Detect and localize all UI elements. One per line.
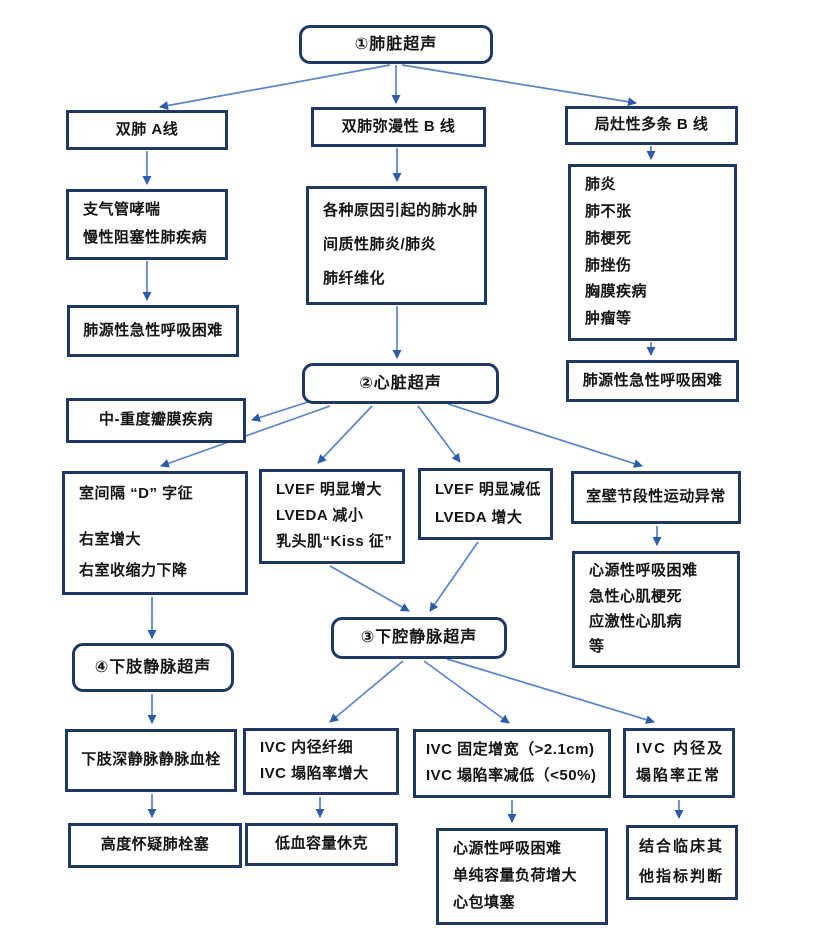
- arrow-heart-to-valve: [251, 399, 315, 422]
- node-cardiogenic-volume-tamponade: 心源性呼吸困难 单纯容量负荷增大 心包填塞: [436, 828, 608, 925]
- node-lvef-decreased: LVEF 明显减低 LVEDA 增大: [418, 468, 553, 540]
- node-pulmonary-dyspnea-left: 肺源性急性呼吸困难: [67, 305, 239, 357]
- lvef-increased-line-2: LVEDA 减小: [276, 507, 364, 525]
- node-both-lungs-a-lines: 双肺 A线: [66, 110, 228, 150]
- node-valvular-disease: 中-重度瓣膜疾病: [66, 398, 246, 443]
- clinical-line-2: 他指标判断: [639, 867, 725, 885]
- cardiogenic2-line-3: 心包填塞: [453, 894, 516, 912]
- node-pulmonary-edema: 各种原因引起的肺水肿 间质性肺炎/肺炎 肺纤维化: [306, 186, 487, 305]
- lvef-increased-line-3: 乳头肌“Kiss 征”: [276, 533, 393, 551]
- node-dvt: 下肢深静脉静脉血栓: [65, 729, 237, 792]
- ivc-thin-line-2: IVC 塌陷率增大: [260, 764, 369, 782]
- node-d-sign: 室间隔 “D” 字征 右室增大 右室收缩力下降: [62, 471, 248, 595]
- arrow-heart-to-lvef-increased: [317, 405, 373, 464]
- arrow-heart-to-wall-motion: [447, 403, 643, 468]
- pneumonia-line-4: 肺挫伤: [585, 256, 632, 274]
- node-both-lungs-a-lines-label: 双肺 A线: [115, 120, 179, 138]
- arrow-ivc-us-to-ivc-normal: [446, 658, 655, 724]
- node-pneumonia-list: 肺炎 肺不张 肺梗死 肺挫伤 胸膜疾病 肿瘤等: [568, 164, 737, 341]
- ivc-dilated-line-2: IVC 塌陷率减低（<50%): [426, 767, 597, 785]
- node-ivc-ultrasound: ③下腔静脉超声: [331, 617, 507, 659]
- pulmonary-dyspnea-right-label: 肺源性急性呼吸困难: [582, 371, 723, 389]
- d-sign-line-2: 右室增大: [79, 530, 142, 548]
- node-leg-vein-ultrasound-label: ④下肢静脉超声: [94, 658, 212, 676]
- d-sign-line-1: 室间隔 “D” 字征: [79, 485, 194, 503]
- edema-line-1: 各种原因引起的肺水肿: [323, 201, 479, 219]
- node-hypovolemic-shock: 低血容量休克: [245, 823, 398, 866]
- pneumonia-line-1: 肺炎: [585, 176, 617, 194]
- cardiogenic-line-1: 心源性呼吸困难: [589, 562, 698, 580]
- cardiogenic2-line-1: 心源性呼吸困难: [453, 840, 562, 858]
- cardiogenic-line-4: 等: [589, 638, 605, 655]
- cardiogenic-line-3: 应激性心肌病: [589, 612, 683, 630]
- edema-line-2: 间质性肺炎/肺炎: [323, 236, 437, 254]
- node-focal-b-lines-label: 局灶性多条 B 线: [594, 116, 709, 134]
- node-asthma-copd: 支气管哮喘 慢性阻塞性肺疾病: [66, 189, 228, 260]
- arrow-ivc-us-to-ivc-thin: [329, 660, 404, 723]
- node-pulmonary-dyspnea-right: 肺源性急性呼吸困难: [566, 360, 739, 402]
- pneumonia-line-6: 肿瘤等: [585, 310, 632, 328]
- arrow-lung-to-focal-b: [401, 64, 637, 107]
- d-sign-line-3: 右室收缩力下降: [79, 561, 188, 579]
- node-valvular-disease-label: 中-重度瓣膜疾病: [99, 411, 213, 429]
- node-ivc-normal: IVC 内径及 塌陷率正常: [623, 728, 735, 798]
- arrow-heart-to-lvef-decreased: [417, 405, 461, 463]
- edema-line-3: 肺纤维化: [323, 270, 386, 288]
- node-lung-ultrasound: ①肺脏超声: [299, 25, 493, 64]
- node-wall-motion-abnormality: 室壁节段性运动异常: [571, 471, 741, 524]
- node-heart-ultrasound-label: ②心脏超声: [359, 374, 442, 392]
- arrow-lvef-decreased-to-ivc-us: [429, 541, 479, 612]
- asthma-line-1: 支气管哮喘: [83, 201, 161, 219]
- node-cardiogenic-causes: 心源性呼吸困难 急性心肌梗死 应激性心肌病 等: [572, 551, 740, 668]
- pulmonary-dyspnea-left-label: 肺源性急性呼吸困难: [83, 321, 223, 339]
- node-ivc-ultrasound-label: ③下腔静脉超声: [360, 629, 478, 646]
- node-lvef-increased: LVEF 明显增大 LVEDA 减小 乳头肌“Kiss 征”: [259, 469, 405, 564]
- wall-motion-label: 室壁节段性运动异常: [586, 488, 726, 506]
- node-suspect-pe-label: 高度怀疑肺栓塞: [100, 836, 210, 854]
- ivc-thin-line-1: IVC 内径纤细: [260, 739, 354, 757]
- node-lung-ultrasound-label: ①肺脏超声: [354, 35, 438, 53]
- pneumonia-line-3: 肺梗死: [585, 229, 632, 247]
- node-clinical-judgement: 结合临床其 他指标判断: [626, 825, 738, 900]
- arrow-lvef-increased-to-ivc-us: [329, 565, 410, 612]
- pneumonia-line-2: 肺不张: [585, 202, 632, 220]
- arrow-ivc-us-to-ivc-wide: [423, 660, 510, 724]
- node-ivc-dilated: IVC 固定增宽（>2.1cm) IVC 塌陷率减低（<50%): [413, 729, 611, 798]
- arrow-lung-to-a-lines: [159, 64, 391, 110]
- node-focal-b-lines: 局灶性多条 B 线: [565, 106, 738, 145]
- lvef-decreased-line-1: LVEF 明显减低: [435, 480, 541, 498]
- node-ivc-thin: IVC 内径纤细 IVC 塌陷率增大: [243, 728, 399, 795]
- lvef-increased-line-1: LVEF 明显增大: [276, 480, 382, 498]
- lvef-decreased-line-2: LVEDA 增大: [435, 508, 523, 526]
- ivc-normal-line-2: 塌陷率正常: [636, 767, 722, 785]
- node-leg-vein-ultrasound: ④下肢静脉超声: [72, 643, 234, 692]
- pneumonia-line-5: 胸膜疾病: [585, 283, 648, 301]
- ivc-dilated-line-1: IVC 固定增宽（>2.1cm): [426, 740, 595, 758]
- node-heart-ultrasound: ②心脏超声: [302, 363, 499, 404]
- node-suspect-pe: 高度怀疑肺栓塞: [68, 823, 242, 868]
- node-hypovolemic-shock-label: 低血容量休克: [274, 835, 368, 853]
- node-dvt-label: 下肢深静脉静脉血栓: [81, 751, 221, 769]
- clinical-line-1: 结合临床其: [639, 838, 725, 856]
- cardiogenic2-line-2: 单纯容量负荷增大: [453, 867, 578, 885]
- cardiogenic-line-2: 急性心肌梗死: [589, 587, 683, 605]
- asthma-line-2: 慢性阻塞性肺疾病: [83, 228, 208, 246]
- node-diffuse-b-lines: 双肺弥漫性 B 线: [311, 107, 486, 147]
- node-diffuse-b-lines-label: 双肺弥漫性 B 线: [341, 117, 456, 135]
- ivc-normal-line-1: IVC 内径及: [636, 740, 725, 758]
